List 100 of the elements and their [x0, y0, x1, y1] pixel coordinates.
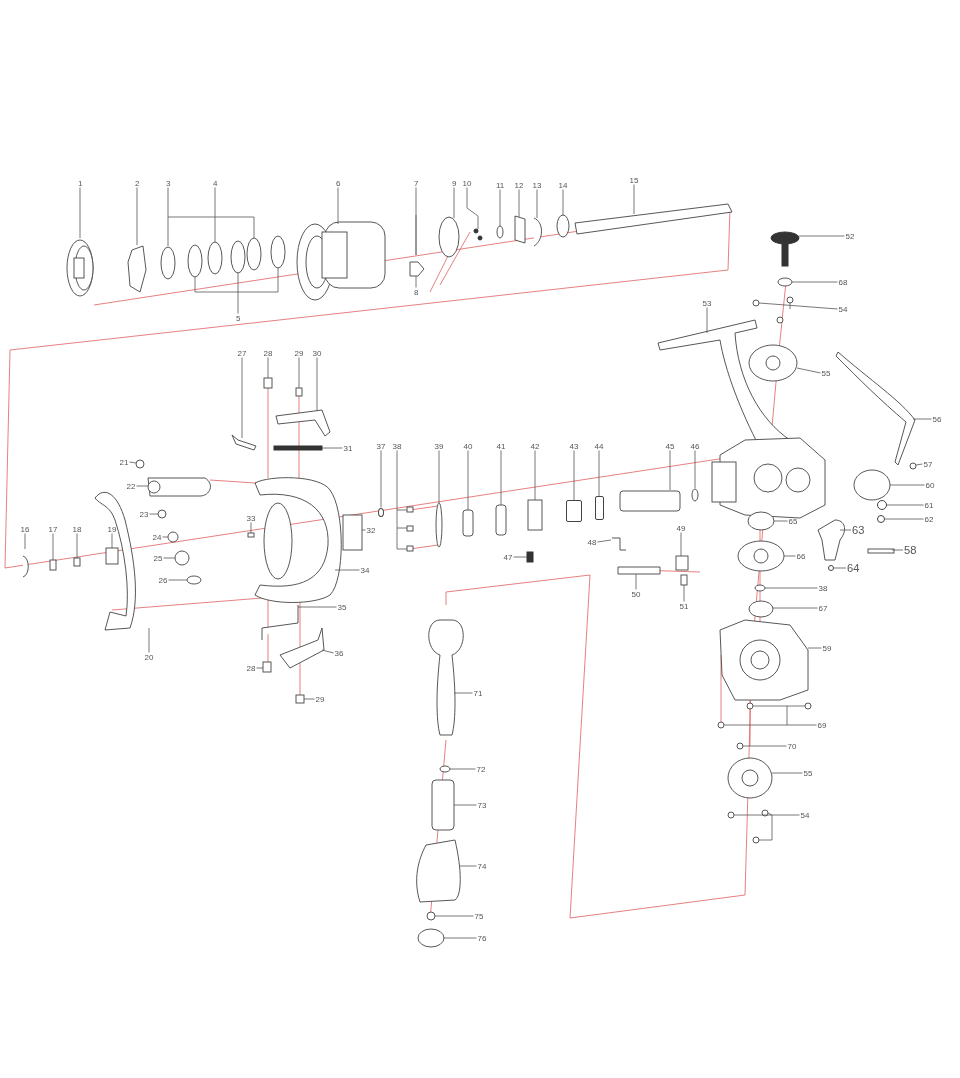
leader-line: [136, 485, 149, 487]
leader-line: [839, 529, 852, 531]
callout-number: 36: [333, 648, 345, 658]
leader-line: [635, 573, 637, 590]
leader-line: [694, 450, 696, 489]
leader-line: [167, 187, 255, 243]
callout-number: 62: [923, 514, 935, 524]
callout-number: 65: [787, 516, 799, 526]
leader-line: [443, 937, 477, 939]
ring-part: [828, 565, 834, 571]
leader-line: [669, 450, 671, 491]
leader-line: [52, 533, 54, 561]
callout-number: 21: [118, 457, 130, 467]
callout-number: 46: [689, 441, 701, 451]
leader-line: [807, 647, 822, 649]
leader-line: [518, 189, 520, 218]
callout-number: 10: [461, 178, 473, 188]
leader-line: [912, 418, 932, 420]
leader-line: [415, 187, 417, 216]
leader-line: [742, 745, 787, 747]
leader-line: [458, 865, 477, 867]
leader-line: [136, 187, 138, 246]
callout-number: 9: [451, 178, 458, 188]
callout-number: 54: [799, 810, 811, 820]
callout-number: 5: [235, 313, 242, 323]
callout-number: 20: [143, 652, 155, 662]
callout-number: 44: [593, 441, 605, 451]
callout-number: 31: [342, 443, 354, 453]
leader-line: [434, 915, 474, 917]
callout-number: 69: [816, 720, 828, 730]
block-part: [594, 496, 604, 520]
callout-number: 7: [413, 178, 420, 188]
leader-line: [466, 187, 479, 230]
leader-line: [791, 281, 838, 283]
callout-number: 47: [502, 552, 514, 562]
leader-line: [772, 607, 818, 609]
leader-line: [298, 357, 300, 389]
callout-number: 33: [245, 513, 257, 523]
leader-line: [453, 187, 455, 219]
leader-line: [764, 587, 818, 589]
callout-number: 32: [365, 525, 377, 535]
callout-number: 22: [125, 481, 137, 491]
callout-number: 73: [476, 800, 488, 810]
leader-line: [889, 484, 925, 486]
callout-number: 48: [586, 537, 598, 547]
leader-line: [167, 187, 169, 247]
leader-line: [415, 275, 417, 288]
callout-number: 18: [71, 524, 83, 534]
leader-line: [334, 569, 360, 571]
callout-number: 50: [630, 589, 642, 599]
leader-line: [798, 235, 845, 237]
leader-line: [250, 522, 252, 534]
callout-number: 4: [212, 178, 219, 188]
leader-line: [111, 533, 113, 549]
callout-number: 68: [837, 277, 849, 287]
callout-number: 75: [473, 911, 485, 921]
leader-line: [163, 557, 176, 559]
leader-line: [733, 812, 800, 841]
leader-line: [467, 450, 469, 511]
leader-line: [706, 307, 708, 334]
callout-number: 49: [675, 523, 687, 533]
callout-number: 43: [568, 441, 580, 451]
leader-line: [321, 649, 334, 654]
callout-number: 72: [475, 764, 487, 774]
ring-part: [877, 500, 887, 510]
callout-number: 63: [851, 523, 866, 537]
callout-number: 39: [433, 441, 445, 451]
leader-line: [453, 804, 477, 806]
leader-line: [148, 627, 150, 653]
callout-number: 51: [678, 601, 690, 611]
leader-line: [24, 533, 26, 550]
leader-line: [129, 461, 137, 464]
leader-line: [321, 447, 343, 449]
callout-number: 25: [152, 553, 164, 563]
callout-number: 70: [786, 741, 798, 751]
leader-line: [771, 772, 803, 774]
leader-line: [598, 450, 600, 497]
callout-number: 64: [846, 561, 861, 575]
callout-number: 2: [134, 178, 141, 188]
leader-line: [396, 450, 408, 550]
leader-line: [241, 357, 243, 439]
leader-line: [683, 584, 685, 602]
leader-line: [773, 520, 788, 522]
leader-line: [194, 267, 279, 314]
leader-line: [783, 555, 796, 557]
leader-line: [76, 533, 78, 559]
leader-line: [162, 536, 169, 538]
leader-line: [833, 567, 847, 569]
callout-number: 76: [476, 933, 488, 943]
callout-number: 71: [472, 688, 484, 698]
leader-line: [316, 357, 318, 412]
leader-line: [149, 513, 159, 515]
leader-line: [499, 189, 501, 227]
callout-number: 41: [495, 441, 507, 451]
callout-number: 14: [557, 180, 569, 190]
leader-line: [79, 187, 81, 239]
leader-line: [536, 189, 538, 219]
leader-line: [758, 302, 838, 310]
callout-number: 6: [335, 178, 342, 188]
leader-line: [438, 450, 440, 504]
